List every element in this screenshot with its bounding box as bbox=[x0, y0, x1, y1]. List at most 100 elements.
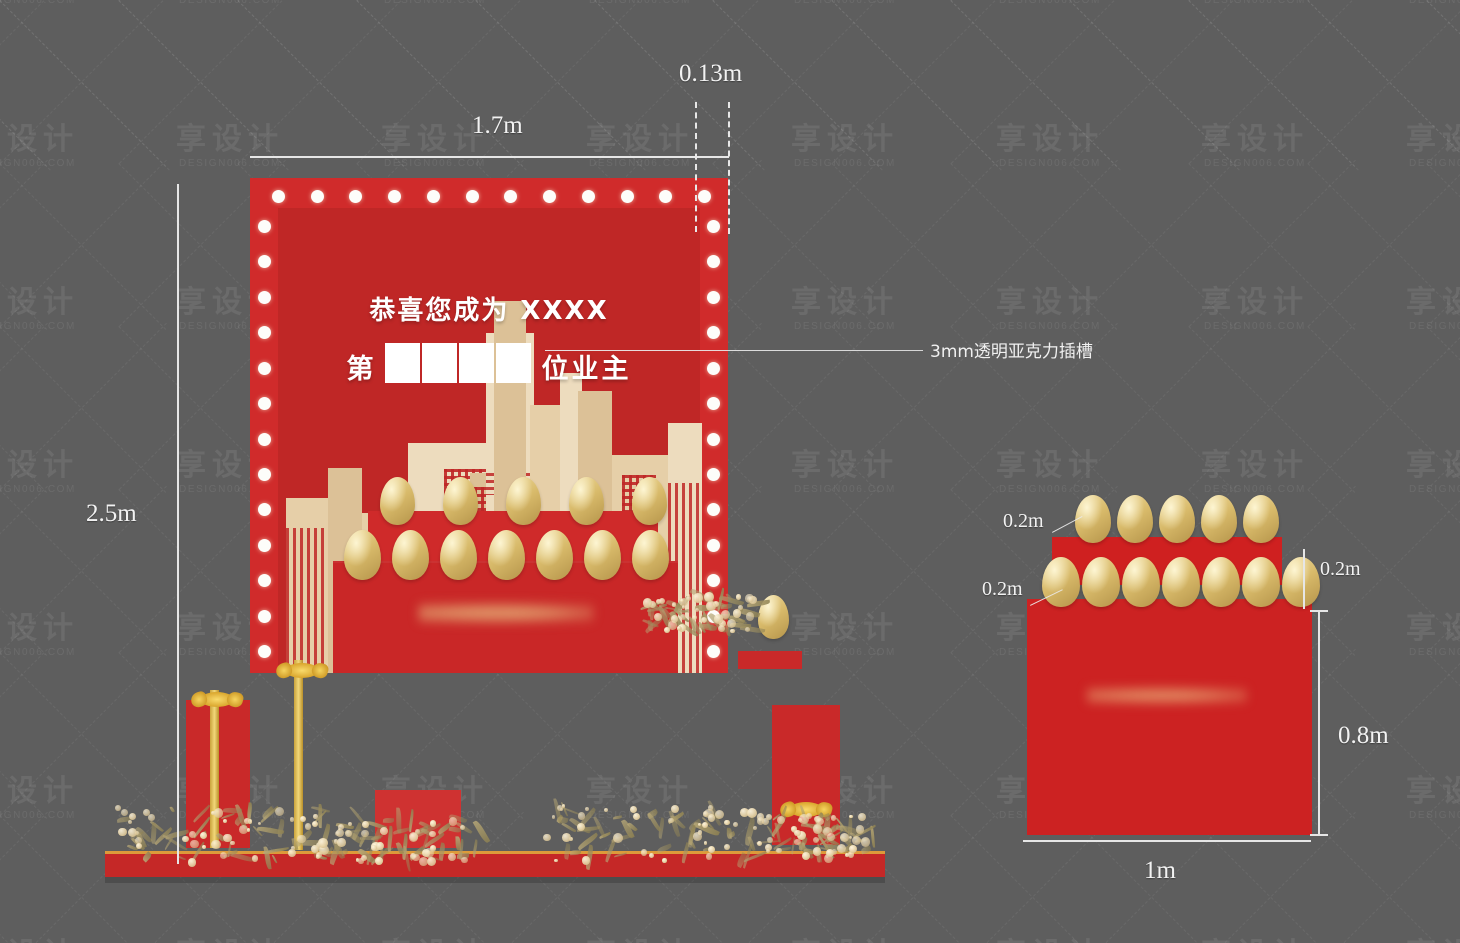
floral-leaf bbox=[648, 812, 662, 832]
floral-berry bbox=[668, 818, 674, 824]
dim-label-board-width: 1.7m bbox=[472, 112, 523, 140]
watermark-en: DESIGN006.COM bbox=[965, 0, 1135, 6]
watermark: 享设计DESIGN006.COM bbox=[1170, 286, 1340, 332]
floral-leaf bbox=[344, 828, 364, 846]
dim-label-egg-lower: 0.2m bbox=[982, 578, 1023, 601]
watermark-diagonal bbox=[1426, 815, 1460, 943]
watermark-cn: 享设计 bbox=[760, 123, 930, 156]
watermark-diagonal bbox=[1427, 0, 1460, 1]
dim-label-rd-base-height: 0.8m bbox=[1338, 722, 1389, 750]
floral-leaf bbox=[164, 834, 176, 850]
floral-leaf bbox=[599, 832, 611, 839]
stage-base bbox=[105, 851, 885, 877]
floral-berry bbox=[733, 609, 741, 617]
watermark-diagonal bbox=[713, 489, 880, 656]
decor-bulb bbox=[258, 610, 271, 623]
watermark-diagonal bbox=[950, 0, 1117, 167]
watermark-diagonal bbox=[475, 0, 645, 170]
floral-leaf bbox=[728, 831, 736, 838]
gift-pole-mid bbox=[294, 660, 303, 850]
decor-bulb bbox=[258, 255, 271, 268]
watermark-cn: 享设计 bbox=[0, 123, 110, 156]
floral-leaf bbox=[556, 815, 564, 824]
watermark-diagonal bbox=[119, 0, 289, 1]
watermark-diagonal bbox=[950, 0, 1120, 170]
watermark-cn: 享设计 bbox=[1375, 775, 1460, 808]
watermark-diagonal bbox=[237, 0, 404, 167]
watermark-diagonal bbox=[0, 160, 167, 327]
watermark-diagonal bbox=[476, 0, 646, 1]
floral-leaf bbox=[553, 798, 562, 824]
watermark: 享设计DESIGN006.COM bbox=[145, 0, 315, 6]
rd-golden-egg bbox=[1042, 557, 1080, 607]
floral-berry bbox=[736, 594, 741, 599]
floral-leaf bbox=[847, 818, 852, 842]
watermark-en: DESIGN006.COM bbox=[350, 158, 520, 169]
watermark-diagonal bbox=[0, 0, 170, 1]
floral-berry bbox=[702, 822, 708, 828]
floral-leaf bbox=[702, 817, 714, 830]
decor-bulb bbox=[707, 433, 720, 446]
watermark-diagonal bbox=[0, 0, 167, 1]
watermark-en: DESIGN006.COM bbox=[1375, 810, 1460, 821]
watermark-diagonal bbox=[951, 160, 1118, 327]
watermark-diagonal bbox=[0, 0, 47, 167]
watermark-diagonal bbox=[1070, 160, 1237, 327]
floral-leaf bbox=[841, 825, 851, 832]
watermark: 享设计DESIGN006.COM bbox=[760, 938, 930, 943]
stage-base-shadow bbox=[105, 877, 885, 883]
watermark-diagonal bbox=[713, 326, 880, 493]
watermark-diagonal bbox=[1307, 0, 1460, 167]
floral-berry bbox=[698, 823, 701, 826]
watermark-cn: 享设计 bbox=[1375, 938, 1460, 943]
floral-leaf bbox=[622, 819, 635, 840]
watermark-diagonal bbox=[1308, 812, 1460, 943]
watermark-diagonal bbox=[0, 815, 47, 943]
dim-label-rd-tier-height: 0.2m bbox=[1320, 558, 1361, 581]
floral-berry bbox=[630, 806, 637, 813]
watermark-diagonal bbox=[476, 0, 643, 1]
golden-egg bbox=[584, 530, 621, 580]
floral-berry bbox=[115, 805, 121, 811]
decor-bulb bbox=[543, 190, 556, 203]
watermark: 享设计DESIGN006.COM bbox=[350, 938, 520, 943]
watermark-diagonal bbox=[595, 0, 762, 1]
rd-golden-egg bbox=[1201, 495, 1237, 543]
watermark-cn: 享设计 bbox=[1375, 612, 1460, 645]
watermark-en: DESIGN006.COM bbox=[0, 810, 110, 821]
watermark-diagonal bbox=[1427, 486, 1460, 653]
floral-leaf bbox=[351, 822, 363, 840]
floral-berry bbox=[861, 837, 871, 847]
floral-berry bbox=[733, 822, 738, 827]
decor-bulb bbox=[311, 190, 324, 203]
watermark: 享设计DESIGN006.COM bbox=[145, 123, 315, 169]
watermark-diagonal bbox=[1070, 0, 1237, 164]
floral-berry bbox=[708, 814, 716, 822]
watermark-en: DESIGN006.COM bbox=[555, 0, 725, 6]
watermark-diagonal bbox=[0, 0, 166, 167]
watermark-diagonal bbox=[832, 652, 999, 819]
watermark: 享设计DESIGN006.COM bbox=[965, 938, 1135, 943]
floral-leaf bbox=[727, 828, 732, 839]
watermark: 享设计DESIGN006.COM bbox=[1375, 286, 1460, 332]
floral-berry bbox=[747, 596, 753, 602]
rd-golden-egg bbox=[1082, 557, 1120, 607]
floral-berry bbox=[762, 818, 769, 825]
floral-leaf bbox=[131, 837, 145, 852]
watermark-diagonal bbox=[1308, 323, 1460, 490]
watermark-en: DESIGN006.COM bbox=[0, 321, 110, 332]
watermark-en: DESIGN006.COM bbox=[0, 0, 110, 6]
floral-berry bbox=[118, 828, 127, 837]
watermark: 享设计DESIGN006.COM bbox=[1375, 123, 1460, 169]
watermark-diagonal bbox=[1188, 163, 1355, 330]
decor-bulb bbox=[707, 539, 720, 552]
watermark-diagonal bbox=[357, 0, 527, 1]
floral-berry bbox=[337, 838, 346, 847]
watermark-diagonal bbox=[1189, 0, 1356, 1]
floral-leaf bbox=[116, 817, 132, 824]
dashline-depth-left bbox=[695, 102, 697, 232]
watermark-diagonal bbox=[0, 649, 48, 816]
watermark-diagonal bbox=[0, 649, 167, 816]
watermark: 享设计DESIGN006.COM bbox=[760, 0, 930, 6]
floral-berry bbox=[258, 822, 261, 825]
